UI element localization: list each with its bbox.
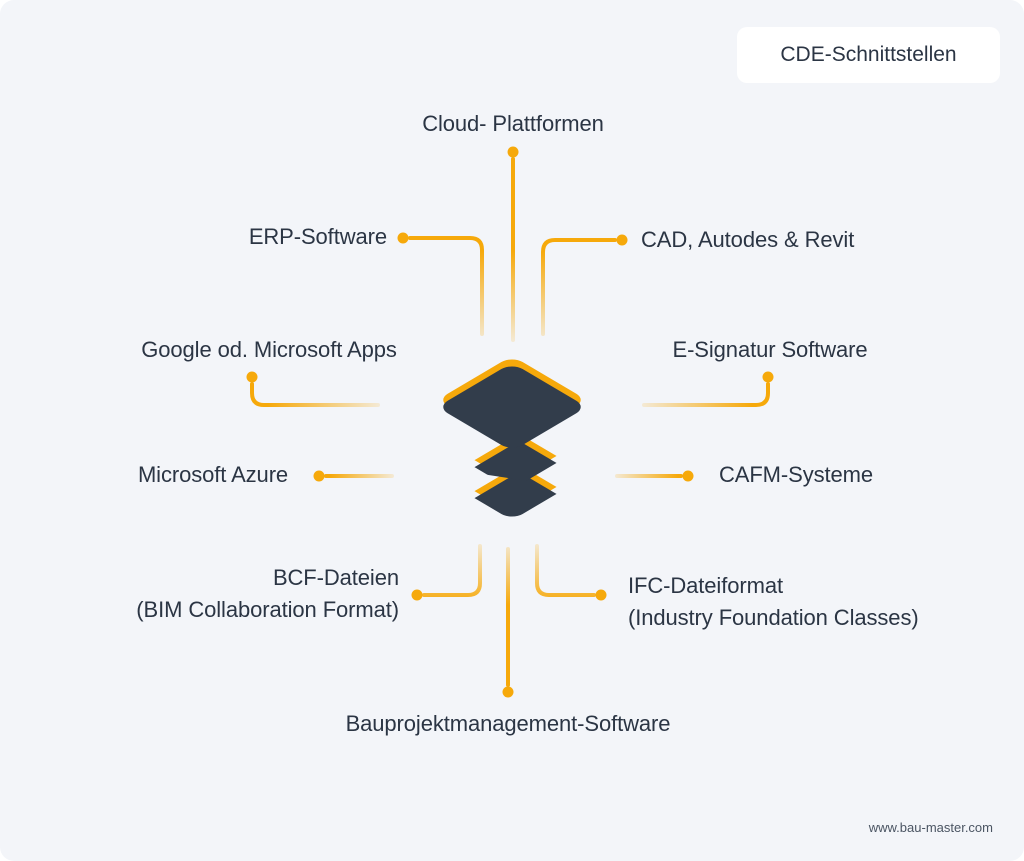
layers-icon [437, 355, 587, 521]
node-dot-ifc [595, 589, 607, 601]
connector-esignatur [642, 382, 770, 407]
connector-ifc [535, 544, 596, 597]
badge-cde-schnittstellen: CDE-Schnittstellen [737, 27, 1000, 83]
node-label-google-microsoft-apps: Google od. Microsoft Apps [141, 337, 397, 362]
connector-bcf [422, 544, 482, 597]
node-dot-cafm [682, 470, 694, 482]
node-dot-cloud [507, 146, 519, 158]
node-dot-bau [502, 686, 514, 698]
connector-cad [541, 238, 617, 336]
badge-label: CDE-Schnittstellen [780, 43, 957, 66]
node-label-cloud-plattformen: Cloud- Plattformen [422, 111, 604, 136]
node-label-bcf-dateien: BCF-Dateien (BIM Collaboration Format) [136, 562, 399, 626]
connector-erp [408, 236, 484, 336]
node-label-bauprojektmanagement-software: Bauprojektmanagement-Software [345, 711, 671, 736]
footer-url: www.bau-master.com [868, 820, 993, 835]
connector-google [250, 382, 380, 407]
node-label-ifc-dateiformat: IFC-Dateiformat (Industry Foundation Cla… [628, 570, 919, 634]
node-dot-azure [313, 470, 325, 482]
node-label-bcf-line2: (BIM Collaboration Format) [136, 597, 399, 622]
node-dot-cad [616, 234, 628, 246]
node-label-bcf-line1: BCF-Dateien [272, 565, 399, 590]
node-dot-google [246, 371, 258, 383]
node-label-cafm-systeme: CAFM-Systeme [718, 462, 874, 487]
node-label-erp-software: ERP-Software [248, 224, 387, 249]
node-label-cad-autodesk-revit: CAD, Autodes & Revit [641, 227, 855, 252]
node-label-microsoft-azure: Microsoft Azure [137, 462, 289, 487]
node-dot-bcf [411, 589, 423, 601]
node-dot-esignatur [762, 371, 774, 383]
node-label-ifc-line2: (Industry Foundation Classes) [628, 605, 919, 630]
node-label-e-signatur-software: E-Signatur Software [672, 337, 868, 362]
node-dot-erp [397, 232, 409, 244]
node-label-ifc-line1: IFC-Dateiformat [628, 573, 783, 598]
